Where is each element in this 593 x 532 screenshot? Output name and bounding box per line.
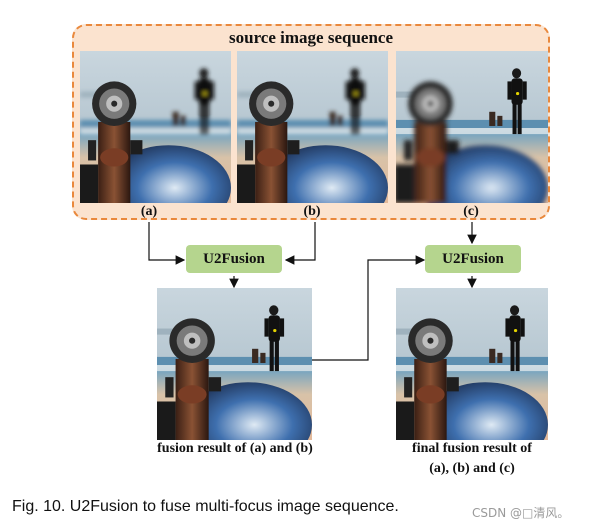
source-title: source image sequence <box>229 28 393 47</box>
source-image-a <box>80 51 231 203</box>
final-result-caption-line2: (a), (b) and (c) <box>429 461 515 476</box>
u2fusion-box-1: U2Fusion <box>186 245 282 273</box>
fusion-result-ab-image <box>157 288 312 440</box>
source-image-c <box>396 51 548 203</box>
final-result-caption-line1: final fusion result of <box>412 441 532 456</box>
label-c: (c) <box>463 204 479 219</box>
u2fusion-box-2: U2Fusion <box>425 245 521 273</box>
label-a: (a) <box>140 204 158 219</box>
figure-caption: Fig. 10. U2Fusion to fuse multi-focus im… <box>12 498 399 515</box>
watermark: CSDN @□清风。 <box>472 506 570 520</box>
fusion-result-caption: fusion result of (a) and (b) <box>157 441 313 456</box>
label-b: (b) <box>303 204 321 219</box>
final-fusion-result-image <box>396 288 548 440</box>
source-image-b <box>237 51 388 203</box>
